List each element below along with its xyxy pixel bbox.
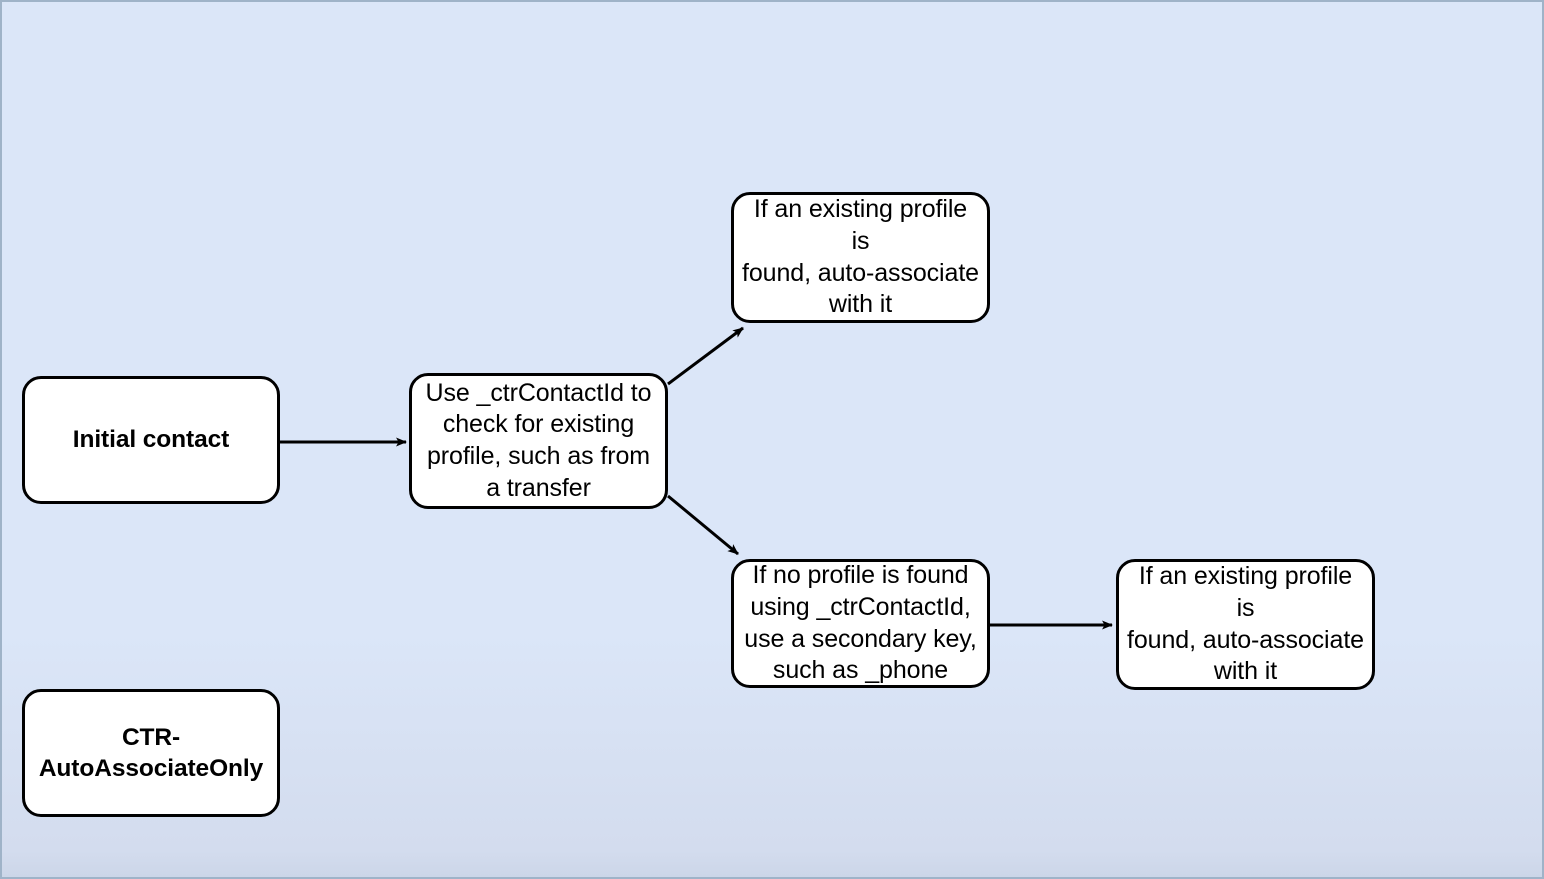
node-label: If no profile is found using _ctrContact… — [744, 561, 977, 685]
node-label: Initial contact — [72, 426, 230, 454]
node-secondary-key[interactable]: If no profile is found using _ctrContact… — [731, 559, 990, 688]
node-check-ctrcontactid[interactable]: Use _ctrContactId to check for existing … — [409, 373, 668, 509]
node-auto-associate-bottom[interactable]: If an existing profile is found, auto-as… — [1116, 559, 1375, 690]
node-label: If an existing profile is found, auto-as… — [742, 195, 979, 319]
node-ctr-auto-associate-only[interactable]: CTR- AutoAssociateOnly — [22, 689, 280, 817]
node-auto-associate-top[interactable]: If an existing profile is found, auto-as… — [731, 192, 990, 323]
edge-check-to-auto-associate-top — [667, 326, 744, 386]
node-label: CTR- AutoAssociateOnly — [38, 723, 264, 782]
node-label: If an existing profile is found, auto-as… — [1127, 562, 1364, 686]
node-initial-contact[interactable]: Initial contact — [22, 376, 280, 504]
node-label: Use _ctrContactId to check for existing … — [425, 378, 652, 502]
edge-check-to-secondary-key — [667, 494, 739, 556]
